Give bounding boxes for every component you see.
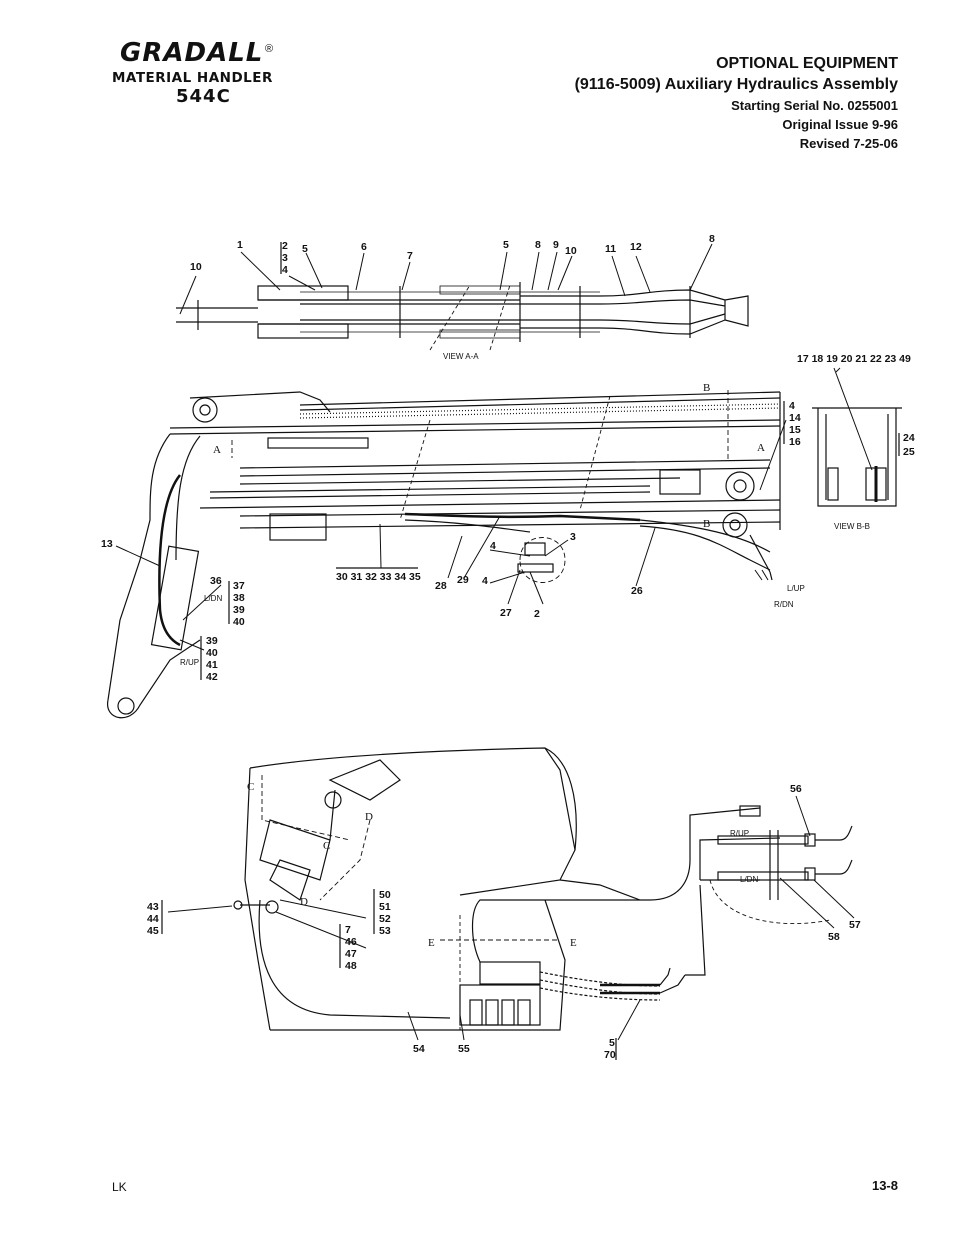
callout-47: 47 bbox=[345, 948, 357, 960]
callout-57: 57 bbox=[849, 919, 861, 931]
callout-37: 37 bbox=[233, 580, 245, 592]
callout-1: 1 bbox=[237, 239, 243, 251]
callout-8-aa: 8 bbox=[535, 239, 541, 251]
section-mark-e-left: E bbox=[428, 937, 435, 949]
callout-9: 9 bbox=[553, 239, 559, 251]
callout-10-right: 10 bbox=[565, 245, 577, 257]
callout-30-35: 30 31 32 33 34 35 bbox=[336, 571, 421, 583]
callout-10-left: 10 bbox=[190, 261, 202, 273]
section-mark-a-left: A bbox=[213, 444, 221, 456]
page-header: OPTIONAL EQUIPMENT (9116-5009) Auxiliary… bbox=[575, 54, 898, 153]
callout-16: 16 bbox=[789, 436, 801, 448]
callout-29: 29 bbox=[457, 574, 469, 586]
callout-5-aa-left: 5 bbox=[302, 243, 308, 255]
section-mark-a-right: A bbox=[757, 442, 765, 454]
page-number: 13-8 bbox=[871, 1178, 898, 1193]
callout-40-b: 40 bbox=[206, 647, 218, 659]
callout-44: 44 bbox=[147, 913, 159, 925]
callout-bb-list: 17 18 19 20 21 22 23 49 bbox=[797, 353, 911, 365]
logo-model: 544C bbox=[176, 86, 231, 107]
callout-13: 13 bbox=[101, 538, 113, 550]
view-aa-drawing bbox=[176, 282, 749, 351]
section-mark-c-top: C bbox=[247, 781, 254, 793]
callout-7-aa: 7 bbox=[407, 250, 413, 262]
logo-product-line: MATERIAL HANDLER bbox=[112, 70, 273, 86]
callout-7-cab: 7 bbox=[345, 924, 351, 936]
callout-4-stack: 4 bbox=[282, 264, 288, 276]
callout-4-c: 4 bbox=[490, 540, 496, 552]
label-r-up-boom: R/UP bbox=[180, 658, 199, 667]
section-mark-b-top: B bbox=[703, 382, 710, 394]
callout-51: 51 bbox=[379, 901, 391, 913]
label-r-dn: R/DN bbox=[774, 600, 794, 609]
callout-27: 27 bbox=[500, 607, 512, 619]
callout-56: 56 bbox=[790, 783, 802, 795]
callout-14: 14 bbox=[789, 412, 801, 424]
callout-11: 11 bbox=[605, 243, 616, 255]
callout-39-a: 39 bbox=[233, 604, 245, 616]
callout-36: 36 bbox=[210, 575, 222, 587]
callout-28: 28 bbox=[435, 580, 447, 592]
section-mark-e-right: E bbox=[570, 937, 577, 949]
callout-8-aa-right: 8 bbox=[709, 233, 715, 245]
boom-side-view bbox=[107, 390, 781, 719]
callout-2-stack: 2 bbox=[282, 240, 288, 252]
callout-54: 54 bbox=[413, 1043, 425, 1055]
callout-4-b: 4 bbox=[789, 400, 795, 412]
callout-48: 48 bbox=[345, 960, 357, 972]
section-mark-d-top: D bbox=[365, 811, 373, 823]
callout-40-a: 40 bbox=[233, 616, 245, 628]
section-mark-c-mid: C bbox=[323, 840, 330, 852]
section-mark-b-bottom: B bbox=[703, 518, 710, 530]
callout-5-aa-right: 5 bbox=[503, 239, 509, 251]
callout-45: 45 bbox=[147, 925, 159, 937]
logo-registered-mark: ® bbox=[265, 43, 274, 55]
label-l-dn-boom: L/DN bbox=[204, 594, 222, 603]
callout-53: 53 bbox=[379, 925, 391, 937]
view-bb-label: VIEW B-B bbox=[834, 522, 870, 531]
assembly-title: (9116-5009) Auxiliary Hydraulics Assembl… bbox=[574, 76, 898, 93]
callout-41: 41 bbox=[206, 659, 218, 671]
callout-4-d: 4 bbox=[482, 575, 488, 587]
callout-38: 38 bbox=[233, 592, 245, 604]
callout-12: 12 bbox=[630, 241, 642, 253]
original-issue: Original Issue 9-96 bbox=[782, 117, 898, 132]
callout-70: 70 bbox=[604, 1049, 616, 1061]
footer-initials: LK bbox=[112, 1180, 127, 1194]
gradall-logo: GRADALL ® MATERIAL HANDLER 544C bbox=[112, 38, 302, 108]
serial-number: Starting Serial No. 0255001 bbox=[731, 98, 898, 113]
label-l-up: L/UP bbox=[787, 584, 805, 593]
callout-39-b: 39 bbox=[206, 635, 218, 647]
callout-52: 52 bbox=[379, 913, 391, 925]
callout-5-cab: 5 bbox=[609, 1037, 615, 1049]
callout-42: 42 bbox=[206, 671, 218, 683]
view-bb-drawing bbox=[812, 407, 902, 507]
view-aa-label: VIEW A-A bbox=[443, 352, 479, 361]
callout-55: 55 bbox=[458, 1043, 470, 1055]
callout-6: 6 bbox=[361, 241, 367, 253]
label-r-up-box: R/UP bbox=[730, 829, 749, 838]
callout-58: 58 bbox=[828, 931, 840, 943]
callout-25: 25 bbox=[903, 446, 915, 458]
logo-brand: GRADALL bbox=[120, 38, 264, 68]
callout-3: 3 bbox=[570, 531, 576, 543]
callout-24: 24 bbox=[903, 432, 915, 444]
callout-43: 43 bbox=[147, 901, 159, 913]
callout-50: 50 bbox=[379, 889, 391, 901]
section-title: OPTIONAL EQUIPMENT bbox=[716, 55, 898, 72]
callout-2: 2 bbox=[534, 608, 540, 620]
callout-26: 26 bbox=[631, 585, 643, 597]
revision-date: Revised 7-25-06 bbox=[799, 136, 898, 151]
section-mark-d-bottom: D bbox=[300, 896, 308, 908]
callout-46: 46 bbox=[345, 936, 357, 948]
callout-3-stack: 3 bbox=[282, 252, 288, 264]
cab-valve-view bbox=[233, 747, 853, 1031]
callout-15: 15 bbox=[789, 424, 801, 436]
label-l-dn-box: L/DN bbox=[740, 875, 758, 884]
